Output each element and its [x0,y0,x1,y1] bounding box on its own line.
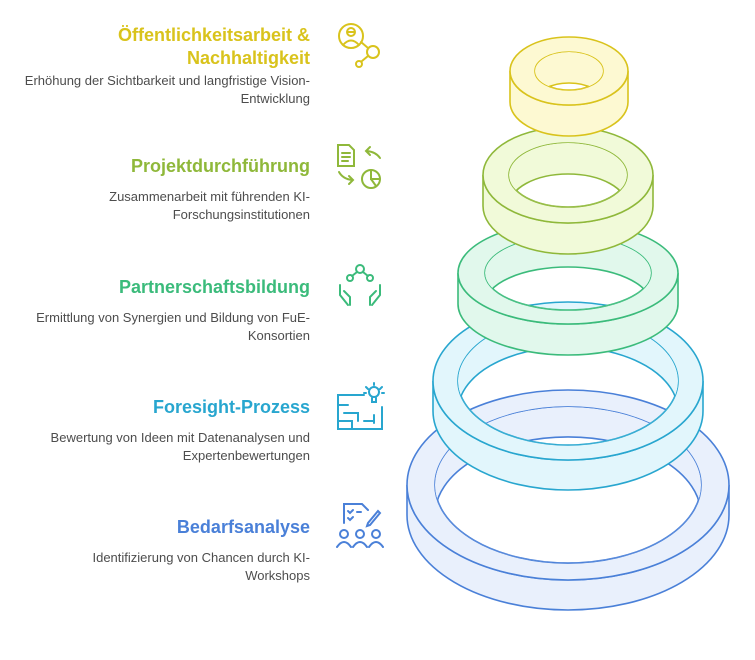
ring-inner-edge [458,346,678,445]
user-network-icon [338,23,380,68]
step-1: Öffentlichkeitsarbeit & Nachhaltigkeit E… [10,24,310,108]
step-title: Partnerschaftsbildung [118,277,310,297]
step-title: Öffentlichkeitsarbeit & Nachhaltigkeit [117,25,310,68]
ring-inner-edge [535,82,603,90]
step-description: Bewertung von Ideen mit Datenanalysen un… [50,430,310,463]
maze-lightbulb-icon [337,382,385,430]
step-description: Identifizierung von Chancen durch KI-Wor… [92,550,310,583]
step-description: Erhöhung der Sichtbarkeit und langfristi… [24,73,310,106]
step-title: Projektdurchführung [131,156,310,176]
ring-top [482,126,654,224]
ring-inner-wall [485,236,651,310]
step-2: Projektdurchführung Zusammenarbeit mit f… [10,155,310,224]
step-title: Bedarfsanalyse [176,517,310,537]
step-3: Partnerschaftsbildung Ermittlung von Syn… [10,276,310,345]
ring-inner-wall [535,52,603,90]
ring-inner-edge [509,173,627,207]
step-5: Bedarfsanalyse Identifizierung von Chanc… [10,516,310,585]
step-4: Foresight-Prozess Bewertung von Ideen mi… [10,396,310,465]
step-description: Zusammenarbeit mit führenden KI-Forschun… [109,189,310,222]
ring-3 [457,221,679,356]
team-checklist-icon [336,503,384,548]
step-title: Foresight-Prozess [152,397,310,417]
ring-1 [509,36,629,137]
document-chart-cycle-icon [337,144,381,189]
hands-network-icon [339,264,381,306]
ring-inner-wall [509,143,627,207]
ring-inner-edge [485,266,651,310]
ring-2 [482,126,654,255]
step-description: Ermittlung von Synergien und Bildung von… [36,310,310,343]
